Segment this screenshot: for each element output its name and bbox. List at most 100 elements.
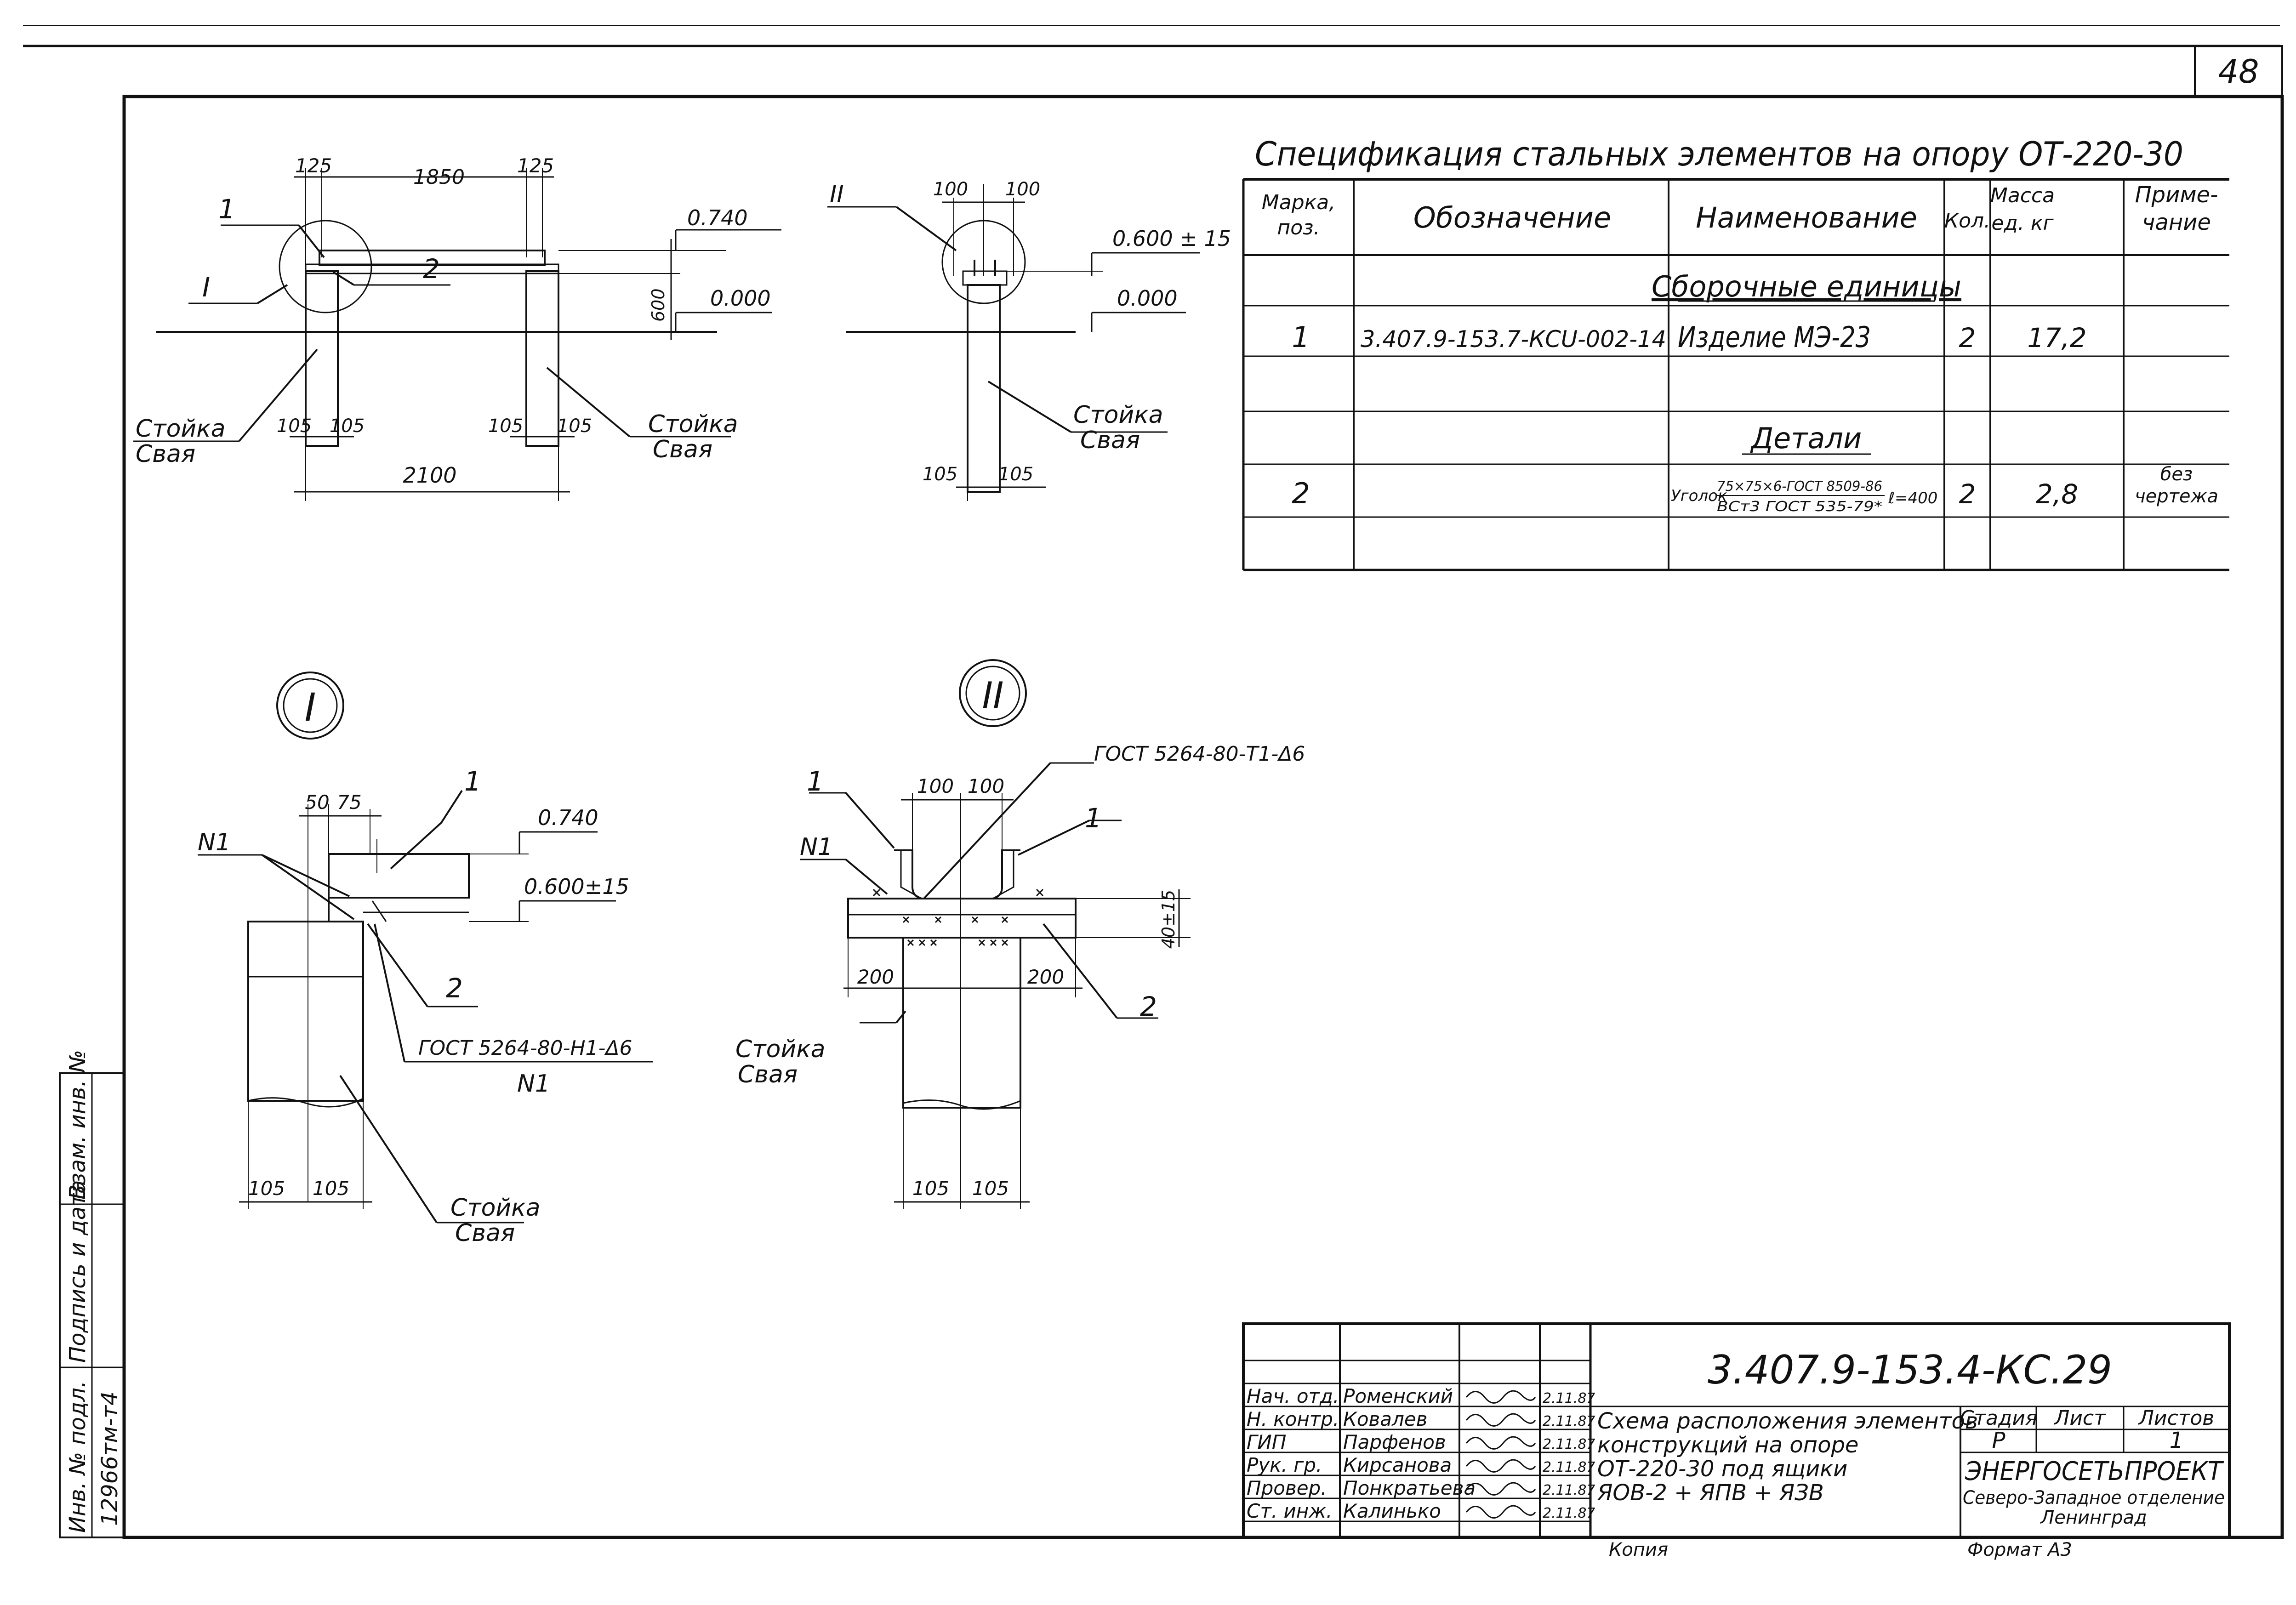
tb-date-6: 2.11.87 <box>1543 1505 1595 1521</box>
spec-row2-name-bottom: ВСт3 ГОСТ 535-79* <box>1717 499 1882 515</box>
d1-dim-1850: 1850 <box>413 165 465 189</box>
spec-header-designation: Обозначение <box>1413 201 1611 234</box>
d2-dim-100-left: 100 <box>933 179 968 200</box>
detail1-weld: N1 <box>198 829 231 856</box>
spec-row1-mark: 1 <box>1292 320 1310 354</box>
d2-dim-105-left: 105 <box>923 464 957 485</box>
spec-row1-designation: 3.407.9-153.7-КСU-002-14 <box>1361 326 1666 353</box>
detail1-pos-2: 2 <box>446 973 463 1004</box>
spec-row2-name-suffix: ℓ=400 <box>1888 489 1937 507</box>
tb-name-1: Роменский <box>1343 1385 1453 1407</box>
d1-dim-105-a: 105 <box>277 415 312 437</box>
detail2-geometry <box>800 659 1191 1209</box>
detail2-dim-200-right: 200 <box>1027 966 1064 988</box>
detail2-pos-1-left: 1 <box>807 766 824 797</box>
d1-label-left-2: Свая <box>136 440 195 468</box>
detail1-pos-1: 1 <box>464 766 481 797</box>
detail2-label-1: Стойка <box>735 1036 825 1063</box>
spec-row2-mass: 2,8 <box>2036 478 2078 510</box>
spec-header-qty: Кол. <box>1944 209 1990 233</box>
detail2-weld-marks <box>872 888 1044 946</box>
sheet-number: 48 <box>2218 53 2259 91</box>
title-block-stage: Р <box>1992 1428 2005 1453</box>
tb-role-3: ГИП <box>1247 1431 1286 1453</box>
detail2-dim-100-right: 100 <box>968 775 1004 797</box>
spec-title: Спецификация стальных элементов на опору… <box>1255 135 2183 173</box>
d1-dim-125-left: 125 <box>295 154 332 177</box>
side-stamp-sign-date: Подпись и дата <box>65 1180 91 1363</box>
d2-elev-ground: 0.000 <box>1117 286 1178 311</box>
detail2-pos-2: 2 <box>1140 991 1157 1022</box>
tb-role-4: Рук. гр. <box>1247 1454 1322 1476</box>
signature-6 <box>1465 1505 1536 1519</box>
detail1-label-1: Стойка <box>450 1194 540 1222</box>
spec-header-note: Приме-чание <box>2135 182 2218 235</box>
detail1-dim-105-right: 105 <box>313 1177 349 1200</box>
tb-name-5: Понкратьева <box>1343 1477 1476 1499</box>
detail2-dim-200-left: 200 <box>857 966 894 988</box>
detail1-title: I <box>305 685 316 730</box>
detail1-label-2: Свая <box>455 1219 515 1247</box>
tb-date-5: 2.11.87 <box>1543 1482 1595 1498</box>
d2-callout-II: II <box>830 181 844 208</box>
d2-elev-top: 0.600 ± 15 <box>1112 226 1231 251</box>
tb-date-2: 2.11.87 <box>1543 1413 1595 1429</box>
d1-dim-105-c: 105 <box>488 415 523 437</box>
detail1-elev-top: 0.740 <box>538 805 598 830</box>
spec-row2-qty: 2 <box>1959 478 1976 510</box>
tb-name-3: Парфенов <box>1343 1431 1446 1453</box>
signature-4 <box>1465 1459 1536 1473</box>
signature-2 <box>1465 1413 1536 1427</box>
detail2-title: II <box>982 674 1003 717</box>
d1-elev-top: 0.740 <box>687 205 748 230</box>
detail2-label-2: Свая <box>738 1061 798 1088</box>
tb-date-4: 2.11.87 <box>1543 1459 1595 1475</box>
title-block-sheets: 1 <box>2170 1428 2184 1453</box>
d1-label-left-1: Стойка <box>136 415 225 443</box>
d1-dim-2100: 2100 <box>403 463 456 488</box>
d1-dim-105-b: 105 <box>330 415 365 437</box>
title-block-sheet-header: Лист <box>2053 1406 2106 1430</box>
sheet-frame <box>23 25 2284 1539</box>
detail2-gost: ГОСТ 5264-80-Т1-Δ6 <box>1094 742 1305 766</box>
d2-label-2: Свая <box>1080 427 1140 454</box>
side-stamp-number: 12966тм-т4 <box>97 1391 123 1526</box>
title-block-stage-header: Стадия <box>1960 1406 2038 1430</box>
spec-row1-mass: 17,2 <box>2027 322 2086 353</box>
d1-pos-2: 2 <box>423 253 440 285</box>
tb-name-2: Ковалев <box>1343 1408 1427 1430</box>
detail1-dim-105-left: 105 <box>248 1177 285 1200</box>
tb-role-2: Н. контр. <box>1247 1408 1339 1430</box>
d1-dim-600: 600 <box>648 288 668 322</box>
drawing1-geometry <box>133 168 781 501</box>
d1-pos-1: 1 <box>218 194 235 225</box>
d2-dim-105-right: 105 <box>998 464 1033 485</box>
spec-row2-name-top: 75×75×6-ГОСТ 8509-86 <box>1717 478 1882 495</box>
drawing2-geometry <box>827 184 1200 501</box>
detail2-pos-1-right: 1 <box>1085 802 1102 834</box>
signature-5 <box>1465 1482 1536 1496</box>
spec-section-assemblies: Сборочные единицы <box>1652 270 1961 303</box>
spec-table-grid <box>1242 178 2229 571</box>
d2-label-1: Стойка <box>1073 401 1163 429</box>
spec-header-mark: Марка,поз. <box>1262 191 1335 239</box>
side-stamp-inv-orig: Инв. № подл. <box>65 1381 91 1533</box>
detail2-dim-105-left: 105 <box>912 1177 949 1200</box>
d1-dim-105-d: 105 <box>557 415 592 437</box>
title-block-grid <box>1242 1322 2231 1539</box>
spec-section-details: Детали <box>1750 421 1862 455</box>
detail2-dim-100-left: 100 <box>917 775 954 797</box>
detail1-dim-75: 75 <box>337 791 361 814</box>
detail1-geometry <box>198 672 653 1224</box>
title-block-org-sub1: Северо-Западное отделение <box>1963 1487 2225 1508</box>
spec-header-name: Наименование <box>1696 201 1917 234</box>
side-stamp <box>59 1072 125 1538</box>
tb-role-5: Провер. <box>1247 1477 1327 1499</box>
d1-dim-125-right: 125 <box>517 154 554 177</box>
detail2-weld: N1 <box>800 833 833 861</box>
